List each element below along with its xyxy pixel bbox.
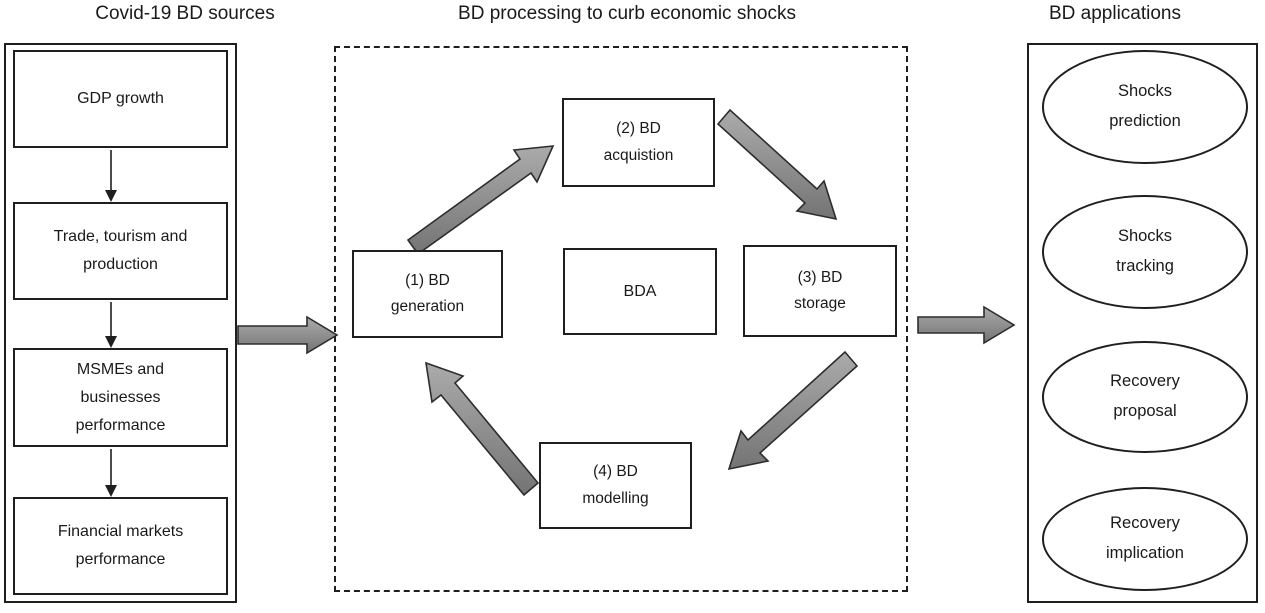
source-box-financial-markets: Financial markets performance (13, 497, 228, 595)
step-box-bd-generation: (1) BD generation (352, 250, 503, 338)
bda-center-box: BDA (563, 248, 717, 335)
source-box-gdp-growth: GDP growth (13, 50, 228, 148)
application-ellipse-recovery-implication: Recovery implication (1042, 487, 1248, 591)
application-ellipse-shocks-tracking: Shocks tracking (1042, 195, 1248, 309)
step-box-bd-modelling: (4) BD modelling (539, 442, 692, 529)
flow-arrow-sources-to-processing (237, 315, 339, 355)
processing-title: BD processing to curb economic shocks (458, 3, 796, 24)
source-box-msmes: MSMEs and businesses performance (13, 348, 228, 447)
application-ellipse-shocks-prediction: Shocks prediction (1042, 50, 1248, 164)
sources-title: Covid-19 BD sources (95, 3, 275, 24)
flow-arrow-processing-to-applications (917, 305, 1016, 345)
application-ellipse-recovery-proposal: Recovery proposal (1042, 341, 1248, 453)
processing-dashed-box (334, 46, 908, 592)
applications-title: BD applications (1048, 3, 1182, 24)
source-box-trade-tourism: Trade, tourism and production (13, 202, 228, 300)
step-box-bd-acquisition: (2) BD acquistion (562, 98, 715, 187)
step-box-bd-storage: (3) BD storage (743, 245, 897, 337)
